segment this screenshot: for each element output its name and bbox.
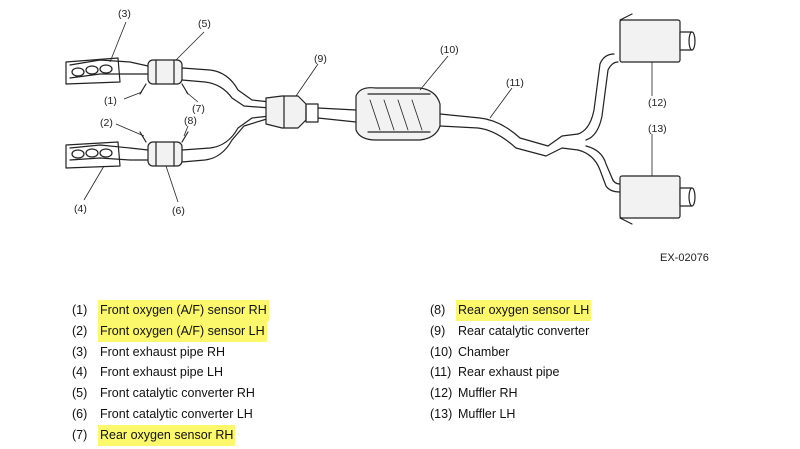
legend-number: (6): [72, 406, 88, 421]
legend-left-column: (1) Front oxygen (A/F) sensor RH (2) Front…: [72, 300, 269, 446]
legend-item: (12) Muffler RH: [430, 383, 591, 404]
legend-label: Front exhaust pipe LH: [100, 365, 223, 380]
legend-item: (4) Front exhaust pipe LH: [72, 362, 269, 383]
legend-item: (9) Rear catalytic converter: [430, 321, 591, 342]
legend-label: Rear oxygen sensor RH: [98, 424, 236, 446]
callout-5: (5): [198, 18, 211, 30]
legend-item: (8) Rear oxygen sensor LH: [430, 300, 592, 321]
legend-item: (7) Rear oxygen sensor RH: [72, 424, 269, 446]
legend-label: Front exhaust pipe RH: [100, 344, 226, 359]
legend-item: (3) Front exhaust pipe RH: [72, 342, 269, 363]
callout-13: (13): [648, 123, 667, 135]
callout-3: (3): [118, 8, 131, 20]
legend-label: Rear catalytic converter: [458, 323, 590, 338]
legend-label: Rear exhaust pipe: [458, 365, 560, 380]
legend-label: Chamber: [458, 344, 510, 359]
legend-item: (2) Front oxygen (A/F) sensor LH: [72, 320, 269, 342]
front-exhaust-pipe-rh: [65, 57, 149, 85]
figure-code: EX-02076: [660, 252, 709, 264]
legend-number: (8): [430, 303, 446, 317]
legend-number: (5): [72, 386, 88, 401]
legend-item: (10) Chamber: [430, 342, 591, 363]
legend-number: (11): [430, 365, 452, 380]
muffler-rh: [619, 13, 696, 63]
rear-oxygen-sensor-lh: [181, 131, 189, 143]
legend-label: Front catalytic converter RH: [100, 386, 255, 401]
legend-item: (5) Front catalytic converter RH: [72, 383, 269, 404]
front-catalytic-converter-rh: [147, 59, 183, 85]
legend-label: Front oxygen (A/F) sensor LH: [98, 320, 267, 342]
legend-right-column: (8) Rear oxygen sensor LH (9) Rear catalyt…: [430, 300, 592, 425]
callout-4: (4): [74, 203, 87, 215]
rear-exhaust-pipe: [439, 53, 621, 193]
front-exhaust-pipe-lh: [65, 141, 149, 169]
callout-6: (6): [172, 205, 185, 217]
legend-number: (3): [72, 344, 88, 359]
rear-catalytic-converter: [265, 95, 319, 129]
exhaust-system-diagram: (3) (5) (1) (7) (2) (8) (4) (6) (9) (10)…: [65, 8, 696, 225]
legend-number: (2): [72, 323, 88, 338]
legend-item: (11) Rear exhaust pipe: [430, 362, 591, 383]
legend-number: (12): [430, 386, 453, 401]
legend-label: Front catalytic converter LH: [100, 406, 253, 421]
callout-10: (10): [440, 44, 459, 56]
legend-number: (13): [430, 406, 453, 421]
legend-item: (13) Muffler LH: [430, 404, 591, 425]
legend-label: Front oxygen (A/F) sensor RH: [98, 300, 269, 321]
callout-11: (11): [506, 77, 524, 89]
legend-label: Muffler LH: [458, 406, 516, 421]
legend-number: (10): [430, 344, 453, 359]
legend-label: Muffler RH: [458, 386, 518, 401]
muffler-lh: [619, 175, 696, 225]
legend-number: (9): [430, 323, 446, 338]
legend-number: (1): [72, 303, 88, 317]
callout-9: (9): [314, 53, 327, 65]
legend-number: (7): [72, 427, 88, 442]
legend-item: (6) Front catalytic converter LH: [72, 404, 269, 425]
callout-2: (2): [100, 117, 113, 129]
callout-7: (7): [192, 103, 205, 115]
callout-8: (8): [184, 115, 197, 127]
legend-number: (4): [72, 365, 88, 380]
callout-12: (12): [648, 97, 667, 109]
legend-label: Rear oxygen sensor LH: [456, 300, 592, 321]
front-catalytic-converter-lh: [147, 141, 183, 167]
chamber: [355, 87, 441, 141]
front-oxygen-sensor-lh: [139, 131, 147, 143]
callout-1: (1): [104, 95, 117, 107]
legend-item: (1) Front oxygen (A/F) sensor RH: [72, 300, 269, 321]
